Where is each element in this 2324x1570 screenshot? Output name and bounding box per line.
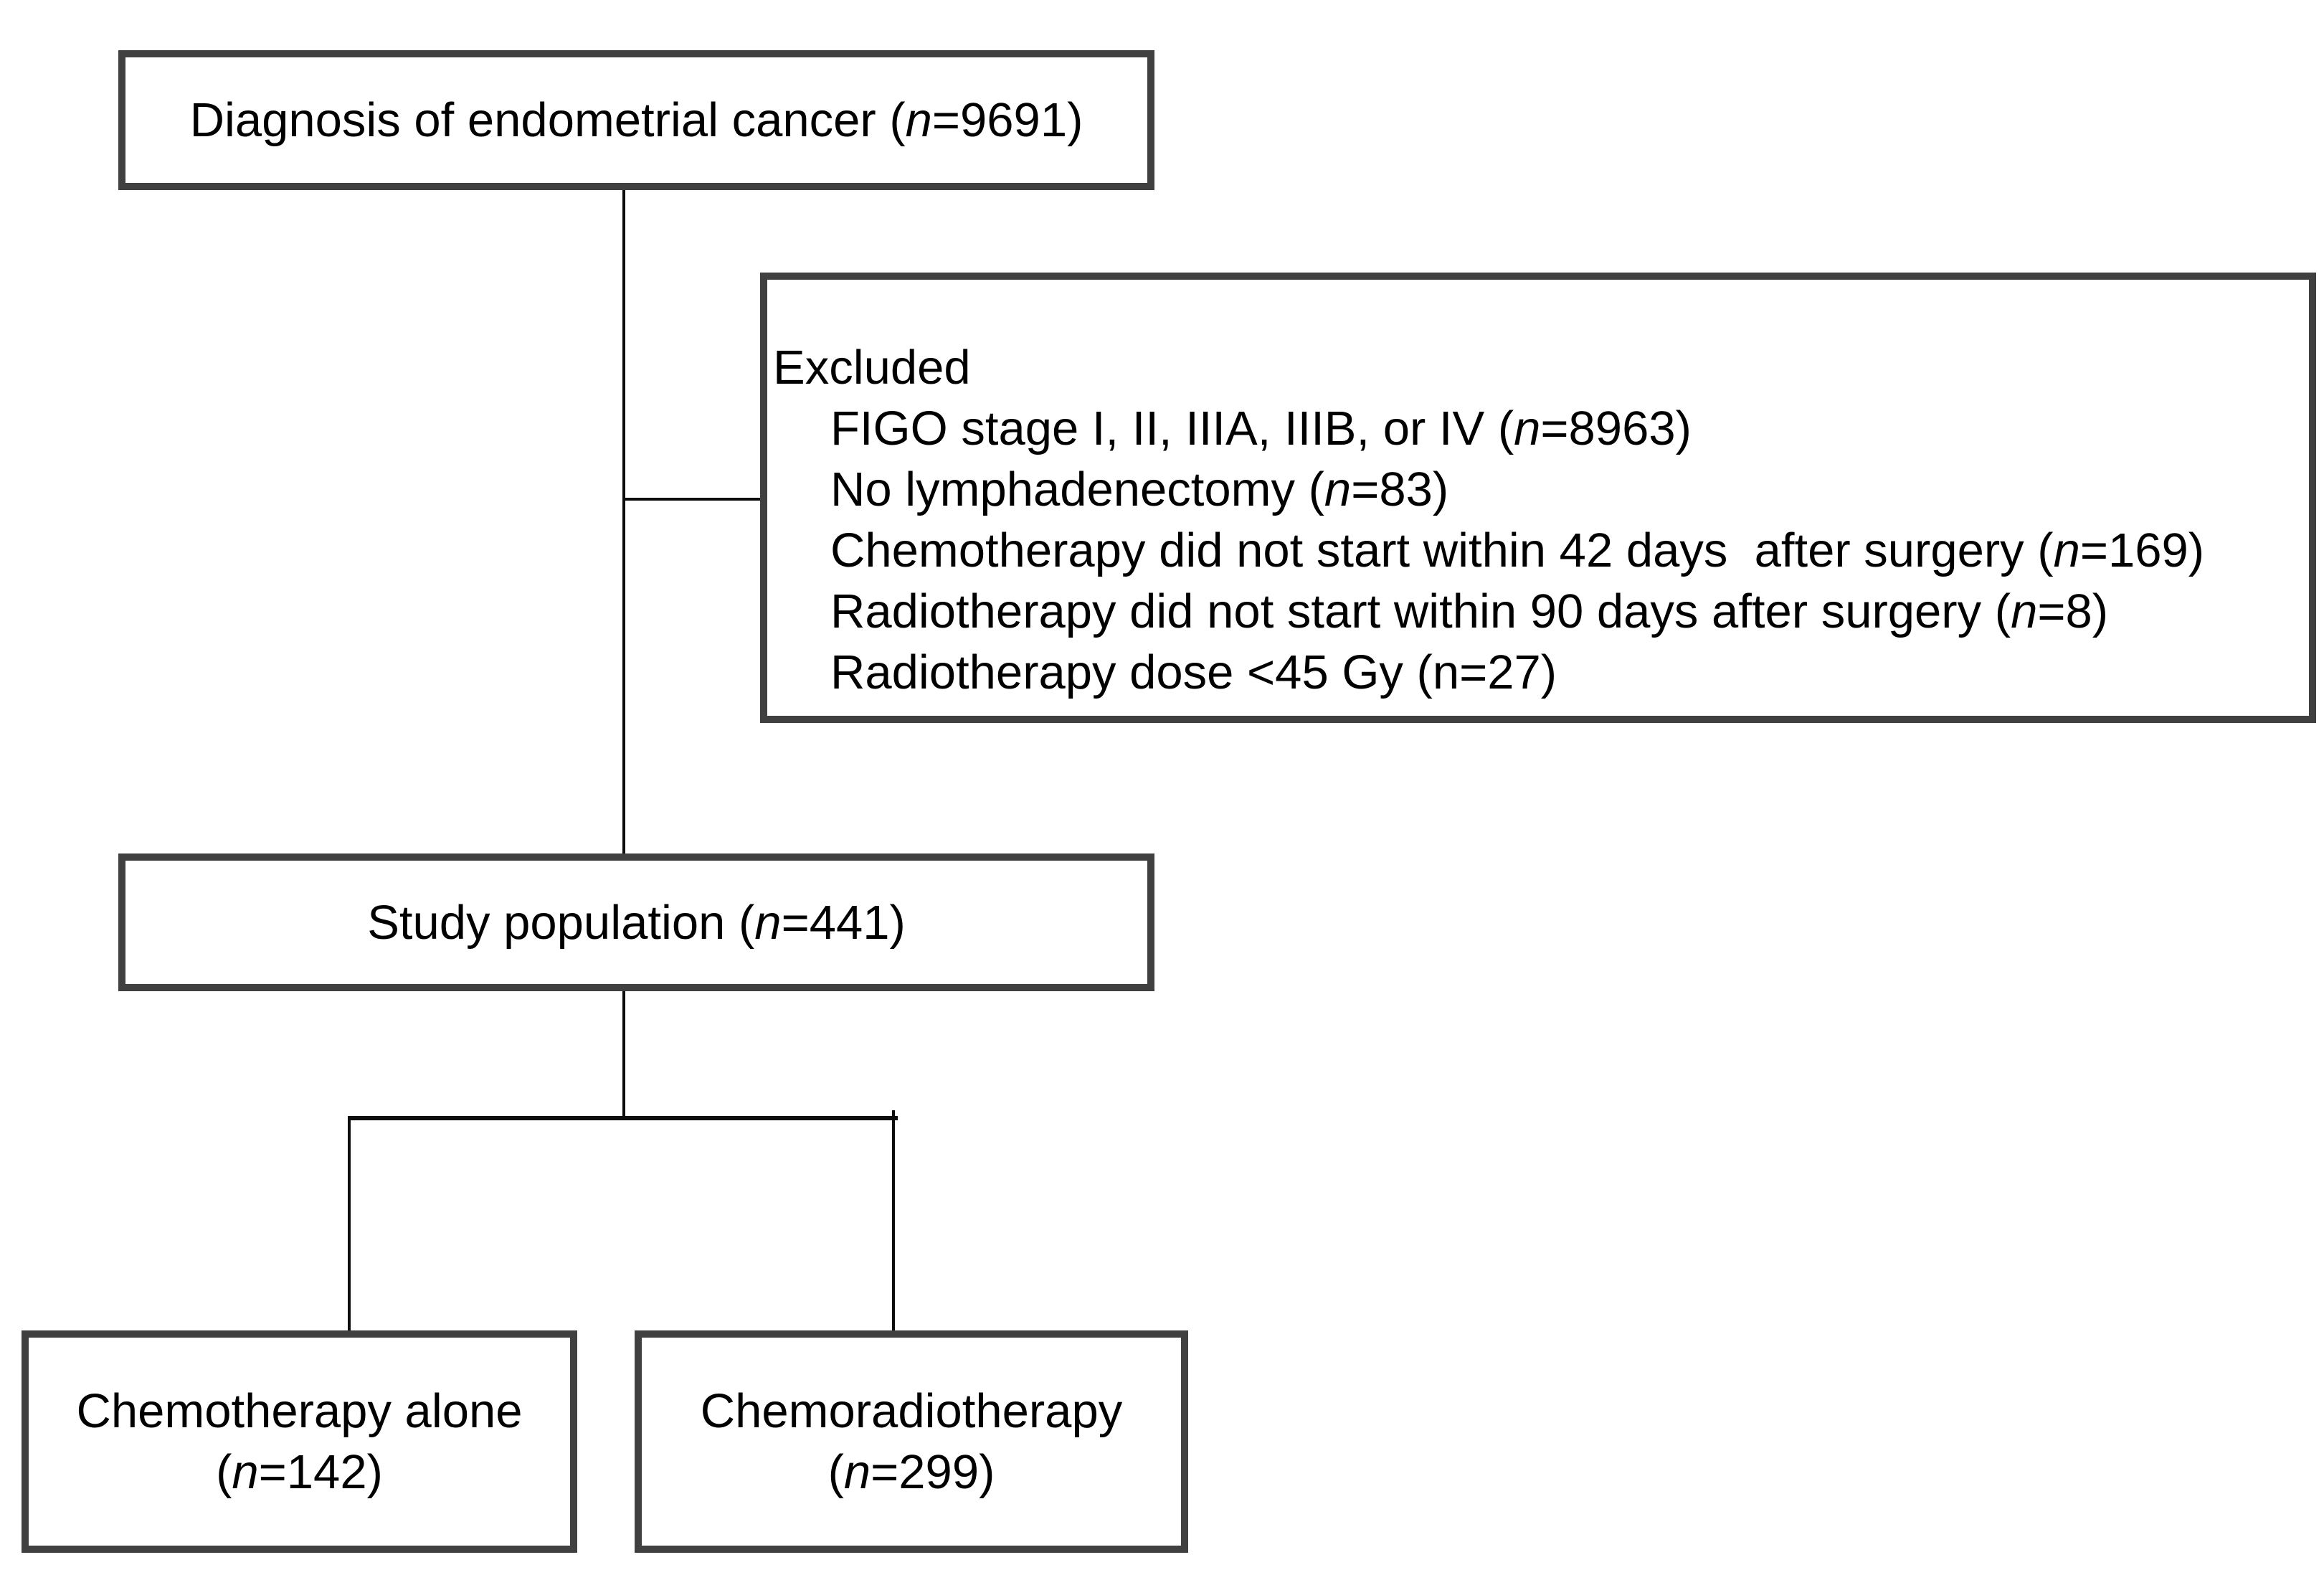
study-population-box-label: Study population (n=441) — [367, 895, 906, 950]
connector-branch-horizontal — [348, 1116, 898, 1120]
chemotherapy-alone-count: (n=142) — [216, 1445, 383, 1499]
chemotherapy-alone-box: Chemotherapy alone (n=142) — [22, 1330, 577, 1553]
chemoradiotherapy-count: (n=299) — [827, 1445, 995, 1499]
diagnosis-box-label: Diagnosis of endometrial cancer (n=9691) — [189, 93, 1083, 147]
excluded-item-radiotherapy-dose: Radiotherapy dose <45 Gy (n=27) — [830, 646, 1557, 699]
chemoradiotherapy-label: Chemoradiotherapy — [700, 1384, 1123, 1438]
chemotherapy-alone-label: Chemotherapy alone — [76, 1384, 523, 1438]
connector-to-excluded-horizontal — [625, 498, 760, 501]
study-population-box: Study population (n=441) — [118, 853, 1154, 991]
excluded-item-no-lymphadenectomy: No lymphadenectomy (n=83) — [830, 463, 1449, 516]
connector-diagnosis-to-study-vertical — [622, 189, 625, 853]
chemoradiotherapy-box: Chemoradiotherapy (n=299) — [635, 1330, 1188, 1553]
connector-branch-left-vertical — [348, 1120, 351, 1330]
connector-branch-right-vertical — [892, 1110, 895, 1330]
excluded-item-radiotherapy-timing: Radiotherapy did not start within 90 day… — [830, 585, 2109, 638]
excluded-item-chemotherapy-timing: Chemotherapy did not start within 42 day… — [830, 524, 2205, 577]
excluded-item-figo-stage: FIGO stage I, II, IIIA, IIIB, or IV (n=8… — [830, 402, 1692, 455]
connector-study-to-branch-vertical — [622, 991, 625, 1119]
excluded-box-title: Excluded — [773, 341, 971, 394]
diagnosis-box: Diagnosis of endometrial cancer (n=9691) — [118, 50, 1154, 190]
excluded-box: Excluded FIGO stage I, II, IIIA, IIIB, o… — [760, 273, 2316, 723]
